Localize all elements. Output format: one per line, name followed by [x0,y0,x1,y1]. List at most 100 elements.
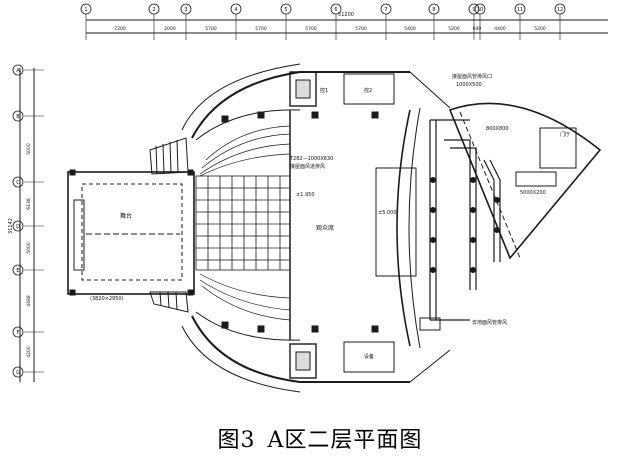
dim-label: 5000 [26,143,32,155]
axis-label: 3 [184,7,187,13]
hall-outer-wall-top-2 [181,63,301,131]
label-elev-mid: ±5.000 [378,210,397,216]
dim-label: 5200 [534,26,546,32]
axis-label: F [17,330,20,336]
duct-runs [429,119,501,321]
room-top-right [343,73,395,105]
axis-label: 5 [284,7,287,13]
dim-label: 5200 [448,26,460,32]
seating-upper-rows [199,125,291,177]
room-bottom-left [289,343,317,379]
dim-label: 7200 [114,26,126,32]
lobby-bottom-edge [409,349,451,383]
dim-label: 5700 [255,26,267,32]
label-room-3: 设备 [364,353,374,360]
room-bottom-left-equip [295,351,311,371]
axis-bubble [12,176,24,188]
hall-outer-wall-top [191,71,410,139]
stair-lower [149,291,189,313]
duct-fittings [430,177,500,273]
hall-outer-wall-bottom-2 [181,325,301,393]
lobby-top-edge [409,71,451,109]
axis-label: 6 [334,7,337,13]
label-room-2: 控2 [364,87,372,94]
label-room-1: 控1 [320,87,328,94]
fan-wedge [448,102,602,260]
dims-left: 5000 6138 5000 4488 4200 [26,143,32,358]
hall-outer-wall-bottom [191,315,410,383]
label-elev-top: ±1.950 [296,192,315,198]
axis-label: 8 [432,7,435,13]
axis-label: D [16,224,20,230]
top-overall-dim: 51200 [338,12,354,18]
lobby-curve-left-2 [408,107,421,349]
label-right-top: 接屋面风管排风口 [452,73,492,80]
columns [69,111,379,333]
axis-label: B [16,114,20,120]
label-rect-note: (3820×2950) [90,296,124,302]
seating-curve-2 [195,311,301,341]
stage-inner [81,183,183,281]
axis-label: 2 [152,7,155,13]
label-hall: 观众席 [316,224,334,232]
lobby-curve-left [396,109,411,347]
stage-side-equip [73,199,85,271]
axis-label: 1 [84,7,87,13]
seating-lower-rows [199,273,291,321]
left-overall-dim: 31142 [8,218,14,234]
caption-figure-no: 图3 [217,428,256,453]
label-duct-a: T282—1000X630 [289,156,333,162]
axis-bubble [12,264,24,276]
room-top-left-equip [295,79,311,99]
dim-label: 5700 [305,26,317,32]
label-room-4: 门厅 [560,131,570,138]
dim-label: 5400 [404,26,416,32]
seating-curve-1 [195,109,301,141]
wedge-guide [459,111,521,259]
axis-label: 12 [557,7,563,13]
label-right-top2: 1000X500 [456,82,482,88]
wedge-label-box [515,171,557,187]
room-top-left [289,71,317,107]
axis-label: 4 [234,7,237,13]
dim-label: 5700 [355,26,367,32]
axis-label: 11 [517,7,523,13]
label-right-box: 5000X200 [520,190,546,196]
label-stage: 舞台 [120,212,132,220]
label-right-mid: 800X800 [486,126,509,132]
room-bottom-right [343,341,395,373]
axis-label: 7 [384,7,387,13]
axis-label: 9 [472,7,475,13]
caption-title: A区二层平面图 [267,428,423,453]
axis-label: E [16,268,19,274]
seating-grid [195,175,291,271]
label-duct-b: 接屋面风道排风 [290,163,325,170]
axis-bubble [12,366,24,378]
bottom-duct-box [419,317,441,331]
wedge-room [539,127,577,169]
axis-bubble [12,326,24,338]
dim-label: 640 [473,26,482,32]
axis-label: 10 [477,7,483,13]
axis-bubble [12,110,24,122]
dim-label: 2000 [164,26,176,32]
axis-label: A [16,68,20,74]
stage-block [67,171,195,295]
axis-label: C [16,180,20,186]
dims-top: 7200 2000 5700 5700 5700 5700 5400 5200 640 4400 5… [114,26,546,32]
dim-label: 6138 [26,198,32,210]
dim-label: 4200 [26,346,32,358]
dim-label: 5000 [26,242,32,254]
dim-label: 5700 [205,26,217,32]
axis-bubble [12,64,24,76]
figure-caption: 图3 A区二层平面图 [0,424,640,458]
lobby-box [375,167,417,277]
stair-upper [149,137,189,175]
dim-label: 4400 [494,26,506,32]
dim-label: 4488 [26,295,32,307]
label-bottom-note: 去地面风管排风 [472,319,507,326]
axis-bubble [12,220,24,232]
